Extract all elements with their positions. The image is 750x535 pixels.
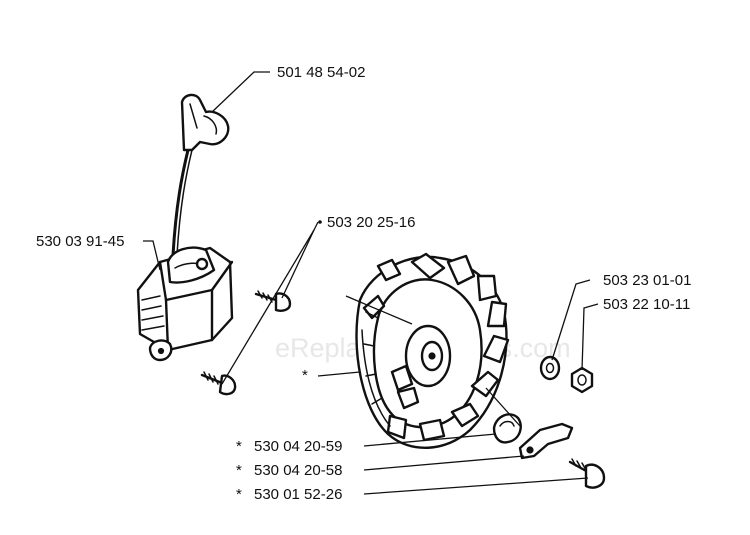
module-screw-upper-drawing [254,290,292,312]
label-pawl-screw: 530 01 52-26 [254,486,342,503]
spark-plug-boot-drawing [180,93,230,152]
nut-drawing [570,366,594,394]
key-drawing [492,413,522,444]
label-spark-plug-boot: 501 48 54-02 [277,64,365,81]
leader-lines [143,71,599,495]
label-pawl: 530 04 20-58 [254,462,342,479]
label-washer: 503 23 01-01 [603,272,691,289]
label-module-screw: 503 20 25-16 [327,214,415,231]
starter-pawl-drawing [518,422,574,460]
asterisk-pawl: * [236,462,242,479]
washer-drawing [539,355,561,381]
label-nut: 503 22 10-11 [603,296,690,313]
pawl-screw-drawing [568,458,606,489]
asterisk-pawl-screw: * [236,486,242,503]
label-key: 530 04 20-59 [254,438,342,455]
label-flywheel: * [302,367,308,384]
module-screw-lower-drawing [200,371,237,396]
asterisk-key: * [236,438,242,455]
label-ignition-module: 530 03 91-45 [36,233,124,250]
ignition-module-drawing [136,93,234,362]
flywheel-drawing [355,252,510,449]
